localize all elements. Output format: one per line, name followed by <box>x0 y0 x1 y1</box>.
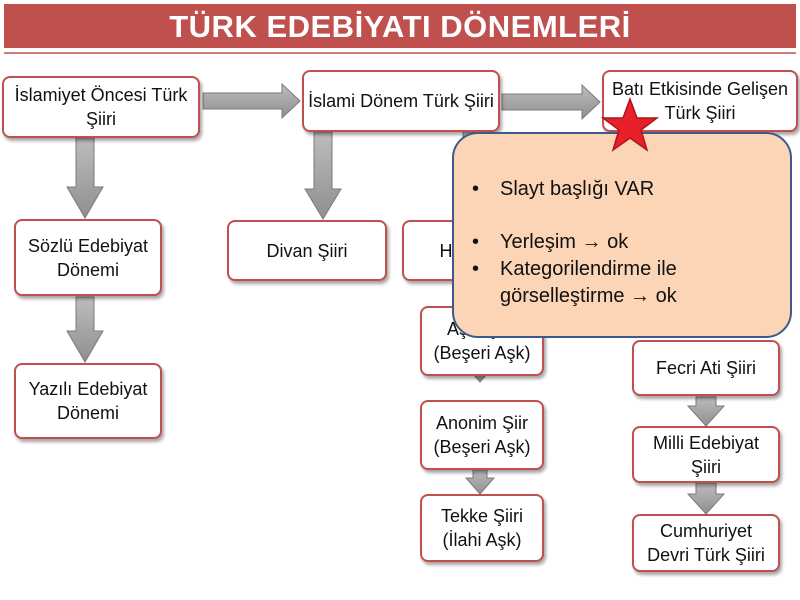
box-islami-donem: İslami Dönem Türk Şiiri <box>302 70 500 132</box>
box-tekke-siiri: Tekke Şiiri (İlahi Aşk) <box>420 494 544 562</box>
feedback-callout: Slayt başlığı VAR Yerleşim → ok Kategori… <box>452 132 792 338</box>
arrow-down-2 <box>66 296 104 363</box>
callout-item: Kategorilendirme ile görselleştirme → ok <box>468 256 778 310</box>
callout-item: Yerleşim → ok <box>468 229 778 256</box>
callout-list: Slayt başlığı VAR Yerleşim → ok Kategori… <box>468 176 778 310</box>
box-anonim-siir: Anonim Şiir (Beşeri Aşk) <box>420 400 544 470</box>
callout-item: Slayt başlığı VAR <box>468 176 778 203</box>
arrow-down-7 <box>686 396 726 427</box>
box-fecri-ati: Fecri Ati Şiiri <box>632 340 780 396</box>
star-icon <box>600 96 660 152</box>
arrow-down-6 <box>464 469 496 495</box>
arrow-right-1 <box>202 82 301 120</box>
arrow-down-3 <box>304 131 342 220</box>
arrow-right-2 <box>501 83 601 121</box>
box-divan-siiri: Divan Şiiri <box>227 220 387 281</box>
box-cumhuriyet-devri: Cumhuriyet Devri Türk Şiiri <box>632 514 780 572</box>
title-divider <box>4 52 796 54</box>
arrow-down-1 <box>66 137 104 219</box>
slide-title: TÜRK EDEBİYATI DÖNEMLERİ <box>4 4 796 48</box>
box-milli-edebiyat: Milli Edebiyat Şiiri <box>632 426 780 483</box>
box-islamiyet-oncesi: İslamiyet Öncesi Türk Şiiri <box>2 76 200 138</box>
box-sozlu-edebiyat: Sözlü Edebiyat Dönemi <box>14 219 162 296</box>
box-yazili-edebiyat: Yazılı Edebiyat Dönemi <box>14 363 162 439</box>
arrow-down-8 <box>686 482 726 515</box>
